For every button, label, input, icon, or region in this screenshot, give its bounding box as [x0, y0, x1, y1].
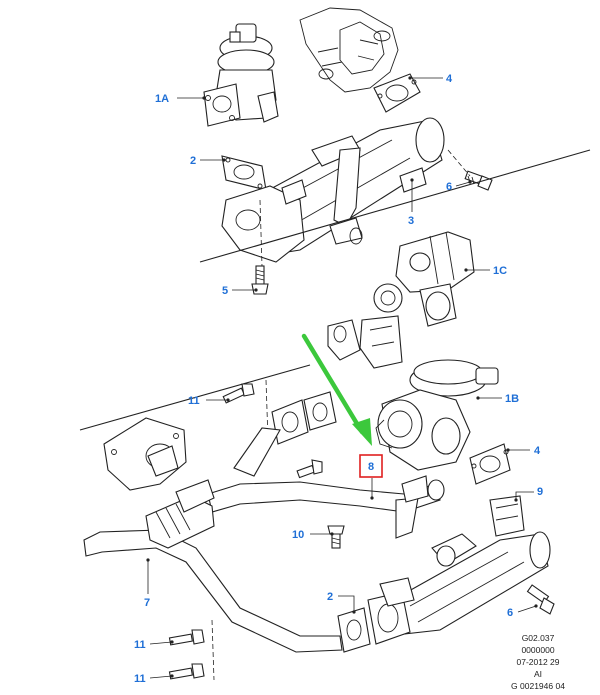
callout-1c[interactable]: 1C	[493, 265, 507, 277]
bolt-6-top	[464, 170, 493, 191]
egr-cooler-3	[221, 117, 445, 263]
egr-cooler-lower	[399, 531, 551, 635]
ref-code-1: G02.037	[522, 633, 555, 643]
leader-dashed-a	[259, 199, 263, 267]
callout-4-bottom[interactable]: 4	[534, 445, 541, 457]
callout-2-top[interactable]: 2	[190, 155, 196, 167]
bolt-small-mid	[296, 459, 323, 479]
callout-8[interactable]: 8	[368, 461, 374, 473]
egr-valve-1c	[327, 231, 475, 369]
callout-4-top[interactable]: 4	[446, 73, 453, 85]
section-divider-lower	[79, 364, 311, 431]
callout-5[interactable]: 5	[222, 285, 228, 297]
gasket-4-top	[373, 73, 421, 113]
gasket-middle	[271, 391, 337, 445]
flange-plate	[103, 417, 187, 491]
highlight-box	[359, 454, 383, 478]
callout-11-low1[interactable]: 11	[134, 639, 146, 651]
callout-10[interactable]: 10	[292, 529, 304, 541]
leader-dashed-b	[447, 149, 471, 177]
gasket-4-bottom	[469, 443, 511, 485]
egr-pipe-7	[83, 479, 343, 653]
callout-3[interactable]: 3	[408, 215, 414, 227]
bolt-6-bottom	[526, 584, 555, 615]
egr-valve-1a	[203, 23, 279, 127]
ref-drawing-number: G 0021946 04	[511, 681, 565, 691]
egr-valve-1b	[375, 359, 499, 471]
highlight-arrow	[301, 333, 372, 446]
callout-11-mid[interactable]: 11	[188, 395, 200, 407]
leader-dashed-d	[211, 619, 215, 681]
engine-casting-outline	[299, 7, 399, 93]
ref-code-2: 0000000	[521, 645, 554, 655]
callout-11-low2[interactable]: 11	[134, 673, 146, 685]
callout-7[interactable]: 7	[144, 597, 150, 609]
callout-1b[interactable]: 1B	[505, 393, 519, 405]
bolt-10	[327, 525, 345, 549]
callout-1a[interactable]: 1A	[155, 93, 169, 105]
drawing-reference-block: G02.037 0000000 07-2012 29 AI G 0021946 …	[511, 633, 565, 691]
callout-9[interactable]: 9	[537, 486, 543, 498]
bracket-9	[489, 495, 525, 537]
gasket-2-bottom	[337, 577, 415, 653]
callout-6-bottom[interactable]: 6	[507, 607, 513, 619]
bolt-11-low1	[168, 629, 205, 646]
gasket-2-top	[221, 155, 267, 191]
ref-code-ai: AI	[534, 669, 542, 679]
callout-2-bottom[interactable]: 2	[327, 591, 333, 603]
callout-6-top[interactable]: 6	[446, 181, 452, 193]
ref-date: 07-2012 29	[516, 657, 559, 667]
bolt-11-low2	[168, 663, 205, 680]
leader-lines	[146, 76, 538, 679]
section-divider	[199, 149, 591, 263]
egr-pipe-8	[207, 427, 445, 539]
